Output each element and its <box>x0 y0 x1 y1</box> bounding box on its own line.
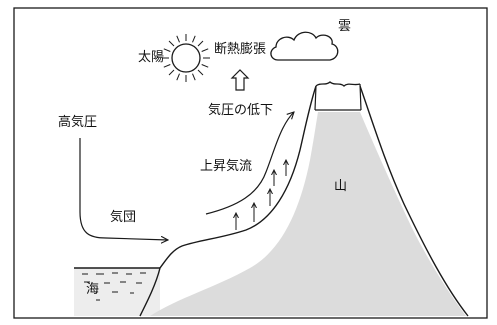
sea-label: 海 <box>86 282 100 297</box>
hollow-up-arrow-icon <box>230 69 250 91</box>
updraft-arrow <box>205 112 294 215</box>
diagram-frame <box>13 7 488 319</box>
sun-icon <box>162 34 210 82</box>
air-mass-label: 気団 <box>110 210 137 225</box>
mountain-slope-right <box>359 85 469 317</box>
high-pressure-label: 高気圧 <box>58 115 98 130</box>
sun-label: 太陽 <box>138 50 165 65</box>
sea-wave-dashes <box>82 272 146 301</box>
mountain-outline <box>159 85 317 269</box>
descending-air-arrow <box>79 138 168 240</box>
updraft-label: 上昇気流 <box>200 159 253 174</box>
sea <box>74 267 160 316</box>
mountain-label: 山 <box>334 179 348 194</box>
cloud-label: 雲 <box>338 19 352 34</box>
mountain-summit <box>315 81 361 87</box>
mountain-shading <box>150 112 466 316</box>
coast-slope <box>139 267 161 317</box>
cloud-icon <box>270 31 339 61</box>
adiabatic-expansion-label: 断熱膨張 <box>214 42 267 57</box>
pressure-drop-label: 気圧の低下 <box>208 103 274 118</box>
rising-air-arrows <box>236 160 286 230</box>
